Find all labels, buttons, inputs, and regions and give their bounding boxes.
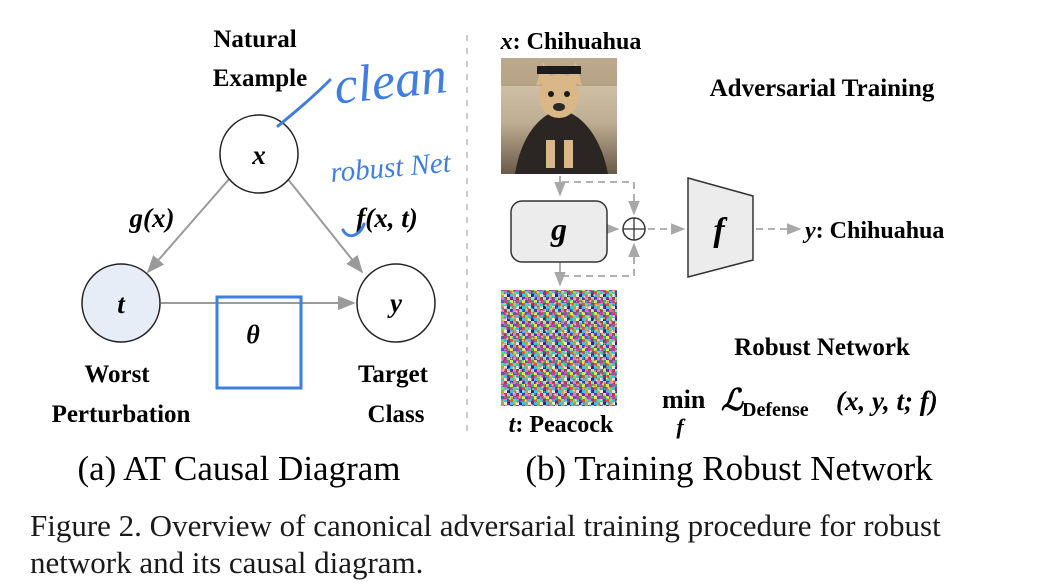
figure-caption: Figure 2. Overview of canonical adversar… [30,508,941,580]
chihuahua-image [501,58,617,174]
annotation-pointer-stroke [276,78,332,128]
worst-perturbation-label-line2: Perturbation [52,401,191,428]
handwritten-clean: clean [331,47,449,115]
handwritten-robust-net: robust Net [329,147,453,189]
flow-image-skip-dashed [562,181,640,216]
annotation-underline-f [341,222,366,238]
formula-min-subscript: f [676,414,686,439]
formula-arguments: (x, y, t; f) [836,386,938,416]
node-y-circle [356,263,436,343]
node-x-label: x [251,140,266,170]
formula-loss-symbol: ℒ [721,384,744,417]
f-block [687,177,754,278]
perturbation-class-text: : Peacock [515,412,614,438]
input-class-text: : Chihuahua [513,29,642,55]
node-t-circle [81,263,161,343]
target-class-label-line2: Class [368,401,425,428]
input-var-x: x [500,29,513,55]
defense-objective-formula: min f ℒ Defense (x, y, t; f) [662,384,938,439]
perturbation-caption: t: Peacock [509,412,614,438]
worst-perturbation-label-line1: Worst [84,361,150,388]
pipeline-title-bottom: Robust Network [734,334,910,361]
theta-label: θ [246,320,260,349]
theta-box [215,295,303,390]
training-pipeline: x: Chihuahua Adversarial Training g [500,29,945,439]
edge-label-g: g(x) [129,203,175,233]
g-block-label: g [550,211,567,247]
input-image-caption: x: Chihuahua [500,29,642,55]
causal-diagram: Natural Example x t y θ g(x) f(x, t) Wor… [52,26,453,428]
sum-operator-icon [622,217,646,241]
perturbation-var-t: t [509,412,517,438]
node-x-circle [219,114,299,194]
edge-x-to-y [286,177,364,274]
node-t-label: t [117,289,126,319]
output-label: y: Chihuahua [802,218,944,244]
edge-label-f: f(x, t) [356,203,417,233]
target-class-label-line1: Target [358,361,429,388]
subcaption-b: (b) Training Robust Network [525,449,933,488]
output-var-y: y [802,218,816,244]
output-class-text: : Chihuahua [816,218,945,244]
subcaption-a: (a) AT Causal Diagram [77,449,400,488]
natural-example-label-line1: Natural [213,26,296,53]
natural-example-label-line2: Example [213,65,307,92]
formula-min: min [662,385,706,414]
pipeline-title-top: Adversarial Training [710,75,935,102]
g-block [510,200,608,263]
f-block-label: f [713,212,728,249]
flow-noise-back-dashed [562,242,640,277]
edge-x-to-t [146,177,231,274]
node-y-label: y [387,288,403,318]
formula-loss-subscript: Defense [742,399,809,421]
perturbation-noise-image [501,290,617,406]
